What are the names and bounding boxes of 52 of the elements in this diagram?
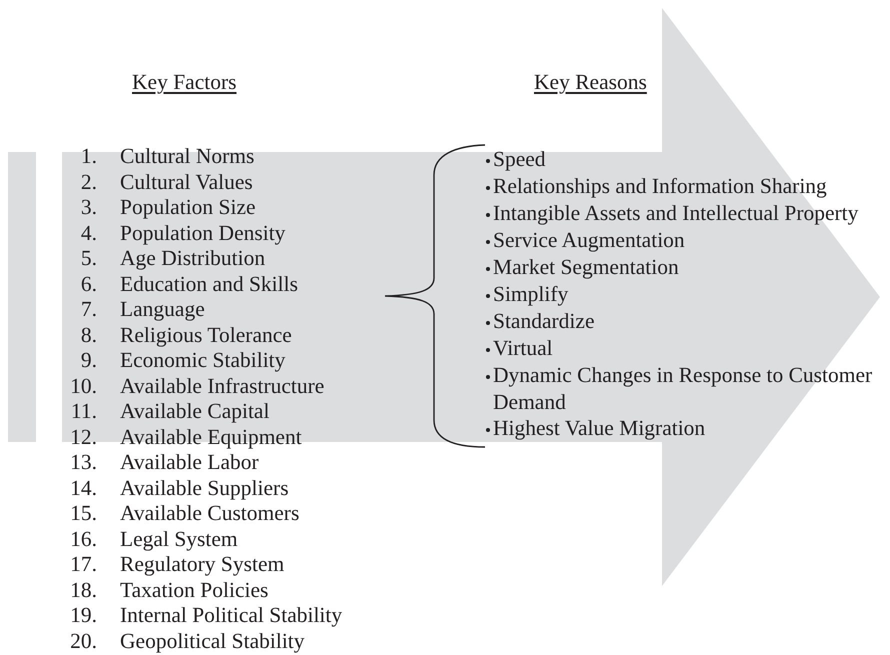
list-number: 4.: [80, 220, 97, 246]
factor-item: Language: [120, 297, 205, 322]
factor-item: Geopolitical Stability: [120, 628, 305, 654]
reason-item: Standardize: [485, 308, 883, 335]
list-number: 16.: [69, 526, 97, 552]
factor-item: Population Density: [120, 220, 286, 246]
factor-item: Available Suppliers: [120, 476, 289, 501]
factor-item: Available Labor: [120, 450, 259, 476]
list-number: 5.: [80, 246, 97, 272]
list-number: 15.: [69, 501, 97, 526]
list-number: 17.: [69, 552, 97, 578]
factor-item: Population Size: [120, 195, 256, 220]
list-number: 6.: [80, 272, 97, 297]
factor-item: Available Customers: [120, 501, 300, 526]
reason-item: Simplify: [485, 281, 883, 308]
factor-item: Regulatory System: [120, 552, 284, 578]
factor-item: Cultural Norms: [120, 144, 254, 170]
reason-item: Intangible Assets and Intellectual Property: [485, 200, 883, 227]
reason-item: Market Segmentation: [485, 254, 883, 281]
list-number: 1.: [80, 144, 97, 170]
list-number: 13.: [69, 450, 97, 476]
factor-item: Available Capital: [120, 399, 270, 424]
column-heading: Key Factors: [132, 70, 236, 96]
factor-item: Legal System: [120, 526, 238, 552]
factor-item: Available Equipment: [120, 424, 302, 450]
reason-item: Dynamic Changes in Response to Customer Demand: [485, 362, 883, 416]
list-number: 20.: [69, 628, 97, 654]
list-number: 12.: [69, 424, 97, 450]
list-number: 7.: [80, 297, 97, 322]
list-number: 14.: [69, 476, 97, 501]
reason-item: Service Augmentation: [485, 227, 883, 254]
factor-item: Education and Skills: [120, 272, 298, 297]
list-number: 3.: [80, 195, 97, 220]
reason-item: Highest Value Migration: [485, 415, 883, 442]
factor-item: Economic Stability: [120, 348, 286, 374]
factor-item: Cultural Values: [120, 170, 253, 195]
column-heading: Key Reasons: [534, 70, 647, 96]
list-number: 9.: [80, 348, 97, 374]
factor-item: Internal Political Stability: [120, 603, 342, 628]
list-number: 19.: [69, 603, 97, 628]
factor-item: Taxation Policies: [120, 578, 268, 603]
reason-item: Virtual: [485, 335, 883, 362]
reason-item: Speed: [485, 146, 883, 173]
list-number: 18.: [69, 578, 97, 603]
factor-item: Available Infrastructure: [120, 374, 324, 399]
list-number: 8.: [80, 322, 97, 348]
reason-item: Relationships and Information Sharing: [485, 173, 883, 200]
factor-item: Religious Tolerance: [120, 322, 292, 348]
list-number: 2.: [80, 170, 97, 195]
list-number: 11.: [70, 399, 97, 424]
factor-item: Age Distribution: [120, 246, 266, 272]
list-number: 10.: [69, 374, 97, 399]
